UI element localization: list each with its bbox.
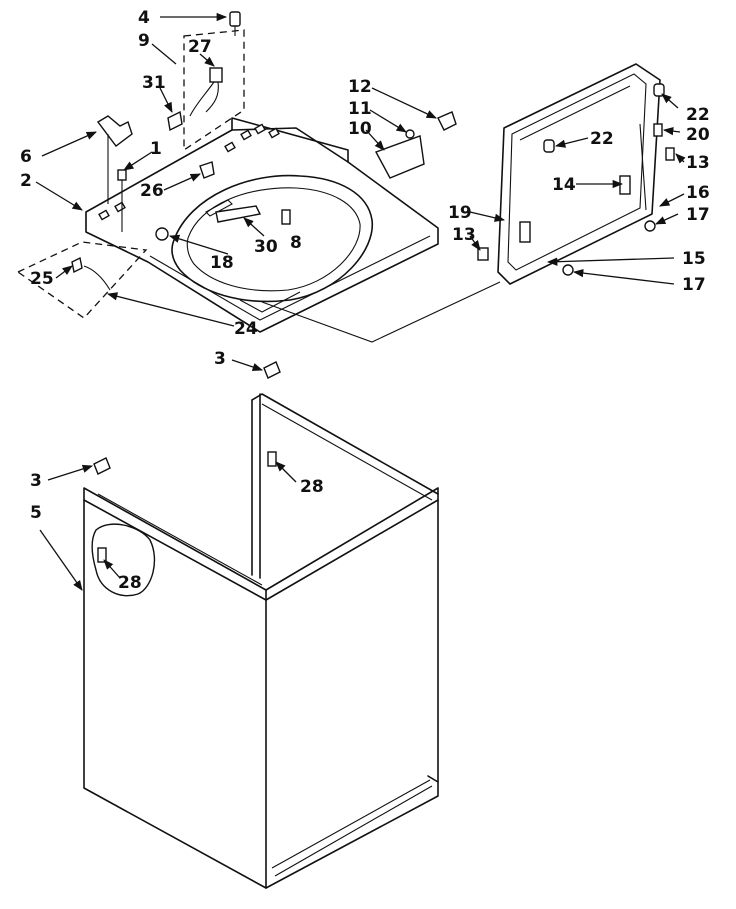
callout-12: 12 bbox=[348, 77, 372, 97]
callout-3-upper: 3 bbox=[214, 349, 226, 369]
callout-22-top: 22 bbox=[686, 105, 710, 125]
callout-20: 20 bbox=[686, 125, 710, 145]
callout-2: 2 bbox=[20, 171, 32, 191]
callout-26: 26 bbox=[140, 181, 164, 201]
callout-13-left: 13 bbox=[452, 225, 476, 245]
callout-19: 19 bbox=[448, 203, 472, 223]
callout-14: 14 bbox=[552, 175, 576, 195]
callout-4: 4 bbox=[138, 8, 150, 28]
callout-24: 24 bbox=[234, 319, 258, 339]
callout-16: 16 bbox=[686, 183, 710, 203]
leader-lines bbox=[35, 12, 686, 591]
callout-27: 27 bbox=[188, 37, 212, 57]
callout-25: 25 bbox=[30, 269, 54, 289]
callout-3-lower: 3 bbox=[30, 471, 42, 491]
cabinet-part-5 bbox=[83, 393, 439, 889]
callout-31: 31 bbox=[142, 73, 166, 93]
top-panel-part-2 bbox=[85, 117, 501, 343]
callout-30: 30 bbox=[254, 237, 278, 257]
callout-1: 1 bbox=[150, 139, 162, 159]
callout-10: 10 bbox=[348, 119, 372, 139]
callout-28-upper: 28 bbox=[300, 477, 324, 497]
lid-part-19 bbox=[497, 63, 661, 285]
callout-labels: 4 9 27 31 6 1 2 26 30 8 18 25 24 12 11 1… bbox=[20, 8, 710, 593]
callout-11: 11 bbox=[348, 99, 372, 119]
hardware-parts bbox=[16, 11, 675, 563]
callout-13-right: 13 bbox=[686, 153, 710, 173]
callout-6: 6 bbox=[20, 147, 32, 167]
callout-9: 9 bbox=[138, 31, 150, 51]
callout-17-upper: 17 bbox=[686, 205, 710, 225]
callout-28-lower: 28 bbox=[118, 573, 142, 593]
callout-8: 8 bbox=[290, 233, 302, 253]
callout-22-mid: 22 bbox=[590, 129, 614, 149]
callout-15: 15 bbox=[682, 249, 706, 269]
callout-5: 5 bbox=[30, 503, 42, 523]
callout-18: 18 bbox=[210, 253, 234, 273]
callout-17-lower: 17 bbox=[682, 275, 706, 295]
